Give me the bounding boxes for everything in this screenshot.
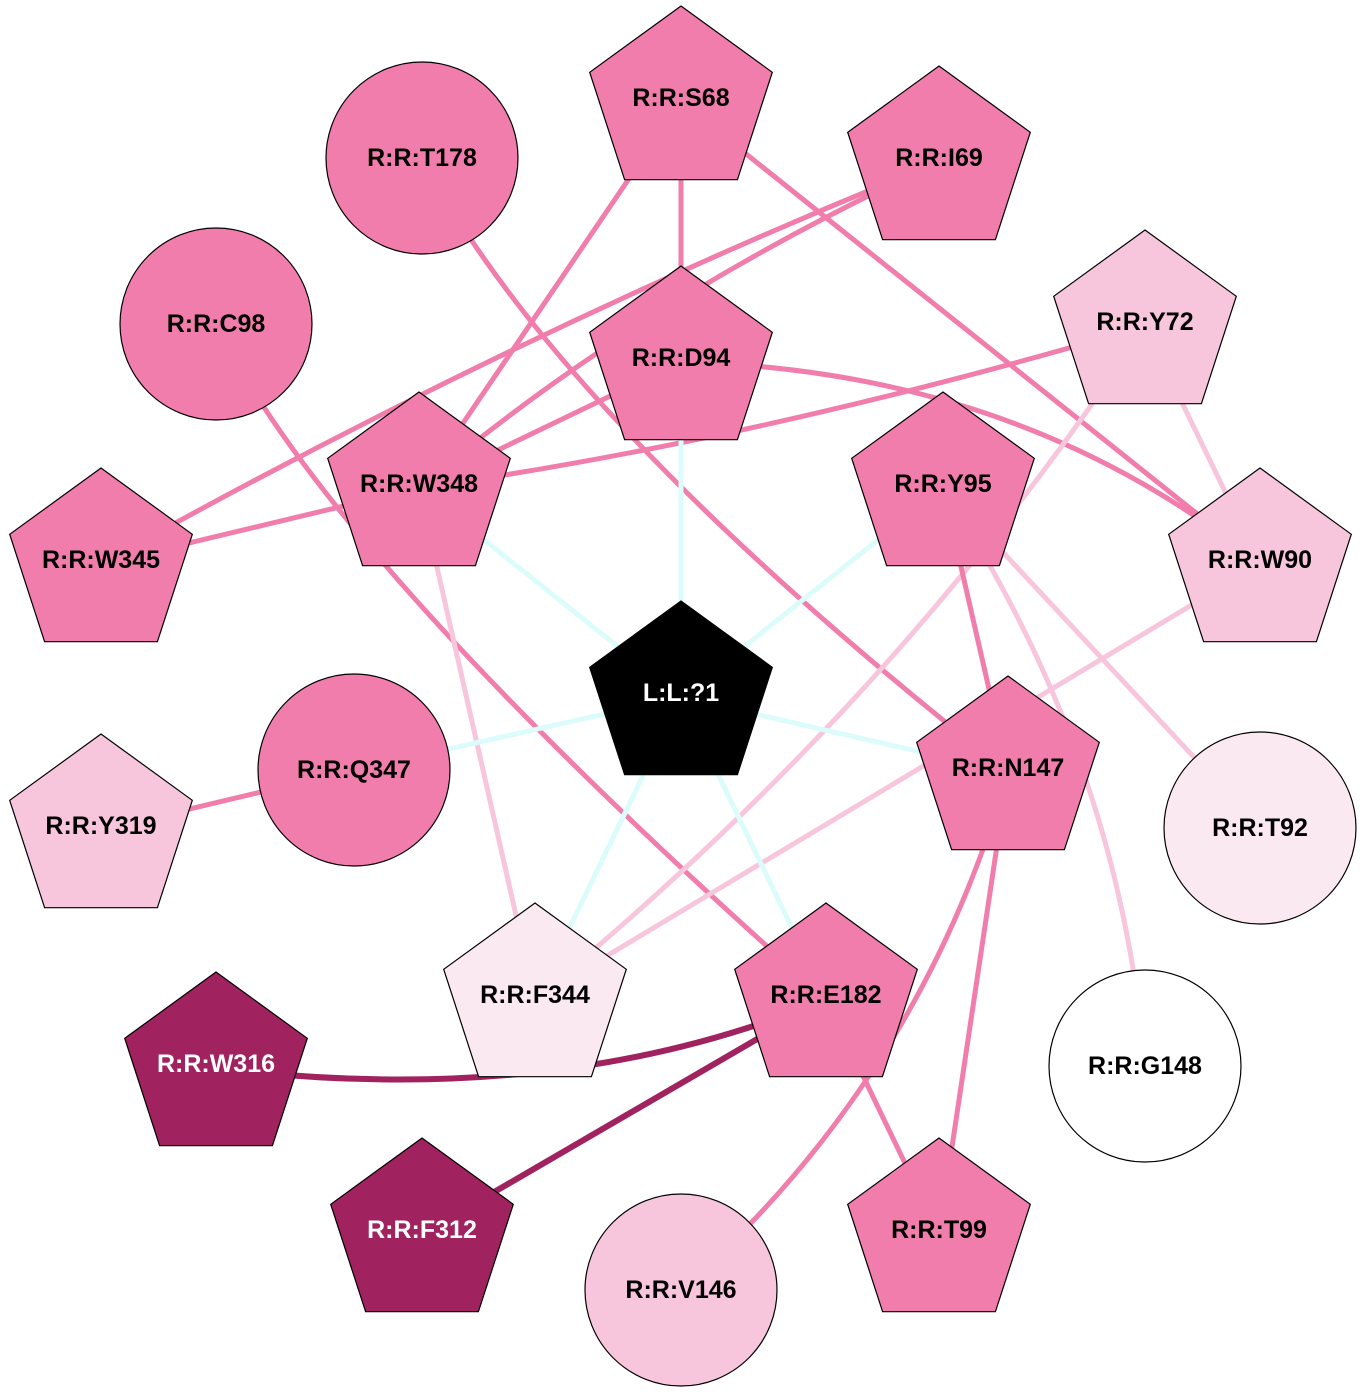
node-t92[interactable]: R:R:T92 [1163,731,1357,925]
circle-shape [119,227,313,421]
circle-shape [257,673,451,867]
circle-shape [325,61,519,255]
node-y319[interactable]: R:R:Y319 [8,733,194,909]
node-t99[interactable]: R:R:T99 [846,1137,1032,1313]
node-l1[interactable]: L:L:?1 [588,600,774,776]
circle-shape [584,1193,778,1387]
node-d94[interactable]: R:R:D94 [588,265,774,441]
node-w348[interactable]: R:R:W348 [326,391,512,567]
edge-y72-w348 [418,323,1146,491]
node-y72[interactable]: R:R:Y72 [1052,229,1238,405]
node-label: R:R:W90 [1208,546,1312,574]
node-label: R:R:Y95 [894,470,991,498]
node-label: R:R:F312 [367,1216,477,1244]
node-v146[interactable]: R:R:V146 [584,1193,778,1387]
node-q347[interactable]: R:R:Q347 [257,673,451,867]
pentagon-shape [326,391,512,567]
edge-s68-w90 [679,100,1262,566]
node-n147[interactable]: R:R:N147 [915,675,1101,851]
pentagon-shape [1167,467,1353,643]
pentagon-shape [846,65,1032,241]
node-y95[interactable]: R:R:Y95 [850,391,1036,567]
node-label: R:R:T92 [1212,814,1308,842]
node-label: R:R:T99 [891,1216,987,1244]
edge-i69-w345 [99,159,940,567]
pentagon-shape [846,1137,1032,1313]
node-label: R:R:N147 [952,754,1065,782]
node-label: R:R:Y319 [45,812,156,840]
pentagon-shape [733,902,919,1078]
node-label: R:R:C98 [167,310,266,338]
pentagon-shape [850,391,1036,567]
pentagon-shape [588,5,774,181]
pentagon-shape [8,467,194,643]
pentagon-shape [588,265,774,441]
node-label: R:R:D94 [632,344,731,372]
node-label: L:L:?1 [643,679,719,707]
circle-shape [1163,731,1357,925]
node-w345[interactable]: R:R:W345 [8,467,194,643]
node-label: R:R:V146 [625,1276,736,1304]
edge-d94-w90 [680,359,1262,566]
node-s68[interactable]: R:R:S68 [588,5,774,181]
node-label: R:R:W316 [157,1050,275,1078]
node-f344[interactable]: R:R:F344 [442,902,628,1078]
node-g148[interactable]: R:R:G148 [1048,969,1242,1163]
node-label: R:R:I69 [895,144,983,172]
node-w316[interactable]: R:R:W316 [123,971,309,1147]
pentagon-shape [915,675,1101,851]
node-label: R:R:T178 [367,144,477,172]
pentagon-shape [588,600,774,776]
circle-shape [1048,969,1242,1163]
node-e182[interactable]: R:R:E182 [733,902,919,1078]
node-label: R:R:Q347 [297,756,411,784]
node-label: R:R:Y72 [1096,308,1193,336]
pentagon-shape [8,733,194,909]
node-label: R:R:S68 [632,84,729,112]
pentagon-shape [329,1137,515,1313]
edge-w90-f344 [533,561,1262,1002]
pentagon-shape [123,971,309,1147]
node-t178[interactable]: R:R:T178 [325,61,519,255]
node-label: R:R:F344 [480,981,590,1009]
pentagon-shape [442,902,628,1078]
pentagon-shape [1052,229,1238,405]
node-label: R:R:E182 [770,981,881,1009]
node-label: R:R:W345 [42,546,160,574]
node-label: R:R:W348 [360,470,478,498]
node-i69[interactable]: R:R:I69 [846,65,1032,241]
node-c98[interactable]: R:R:C98 [119,227,313,421]
node-f312[interactable]: R:R:F312 [329,1137,515,1313]
node-w90[interactable]: R:R:W90 [1167,467,1353,643]
edge-y72-f344 [533,324,1148,1001]
node-label: R:R:G148 [1088,1052,1202,1080]
